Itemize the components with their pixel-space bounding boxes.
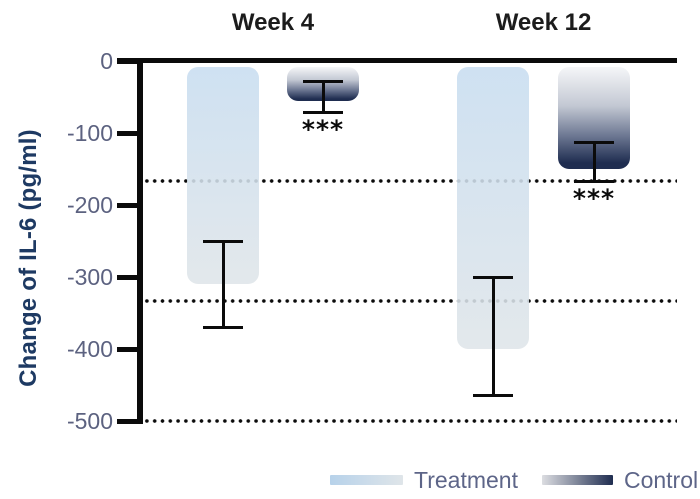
y-axis-tick-label: -100 — [66, 120, 113, 146]
y-axis-tick-label: -200 — [66, 192, 113, 218]
error-bar-stem — [491, 275, 495, 398]
legend-item-treatment: Treatment — [330, 467, 518, 494]
y-axis-tick-label: -500 — [66, 408, 113, 434]
error-bar — [303, 79, 343, 115]
y-axis-tick — [117, 274, 137, 280]
legend-swatch-treatment — [330, 475, 403, 485]
y-axis-tick — [117, 58, 137, 64]
legend-swatch-control — [541, 475, 613, 485]
error-bar — [473, 275, 513, 398]
legend-label: Control — [623, 466, 699, 493]
reference-dotted-line — [143, 419, 677, 423]
y-axis-tick — [117, 418, 137, 424]
legend: Treatment Control — [330, 465, 698, 495]
y-axis-tick-label: 0 — [100, 48, 113, 74]
x-axis-line — [117, 58, 677, 63]
legend-label: Treatment — [414, 466, 518, 493]
y-axis-line — [137, 58, 143, 424]
legend-item-control: Control — [541, 466, 699, 494]
error-bar-stem — [321, 79, 325, 115]
significance-stars: *** — [301, 114, 345, 144]
y-axis-tick-label: -400 — [66, 336, 113, 362]
error-bar — [574, 140, 614, 184]
group-label: Week 12 — [495, 9, 592, 36]
reference-dotted-line — [143, 179, 677, 184]
y-axis-tick — [117, 130, 137, 136]
error-bar-stem — [592, 140, 596, 184]
y-axis-tick-label: -300 — [66, 264, 113, 290]
group-label: Week 4 — [231, 9, 315, 36]
error-bar — [203, 239, 243, 329]
significance-stars: *** — [572, 183, 616, 213]
y-axis-tick — [117, 346, 137, 352]
error-bar-stem — [221, 239, 225, 329]
y-axis-tick — [117, 202, 137, 208]
reference-dotted-line — [143, 298, 677, 303]
